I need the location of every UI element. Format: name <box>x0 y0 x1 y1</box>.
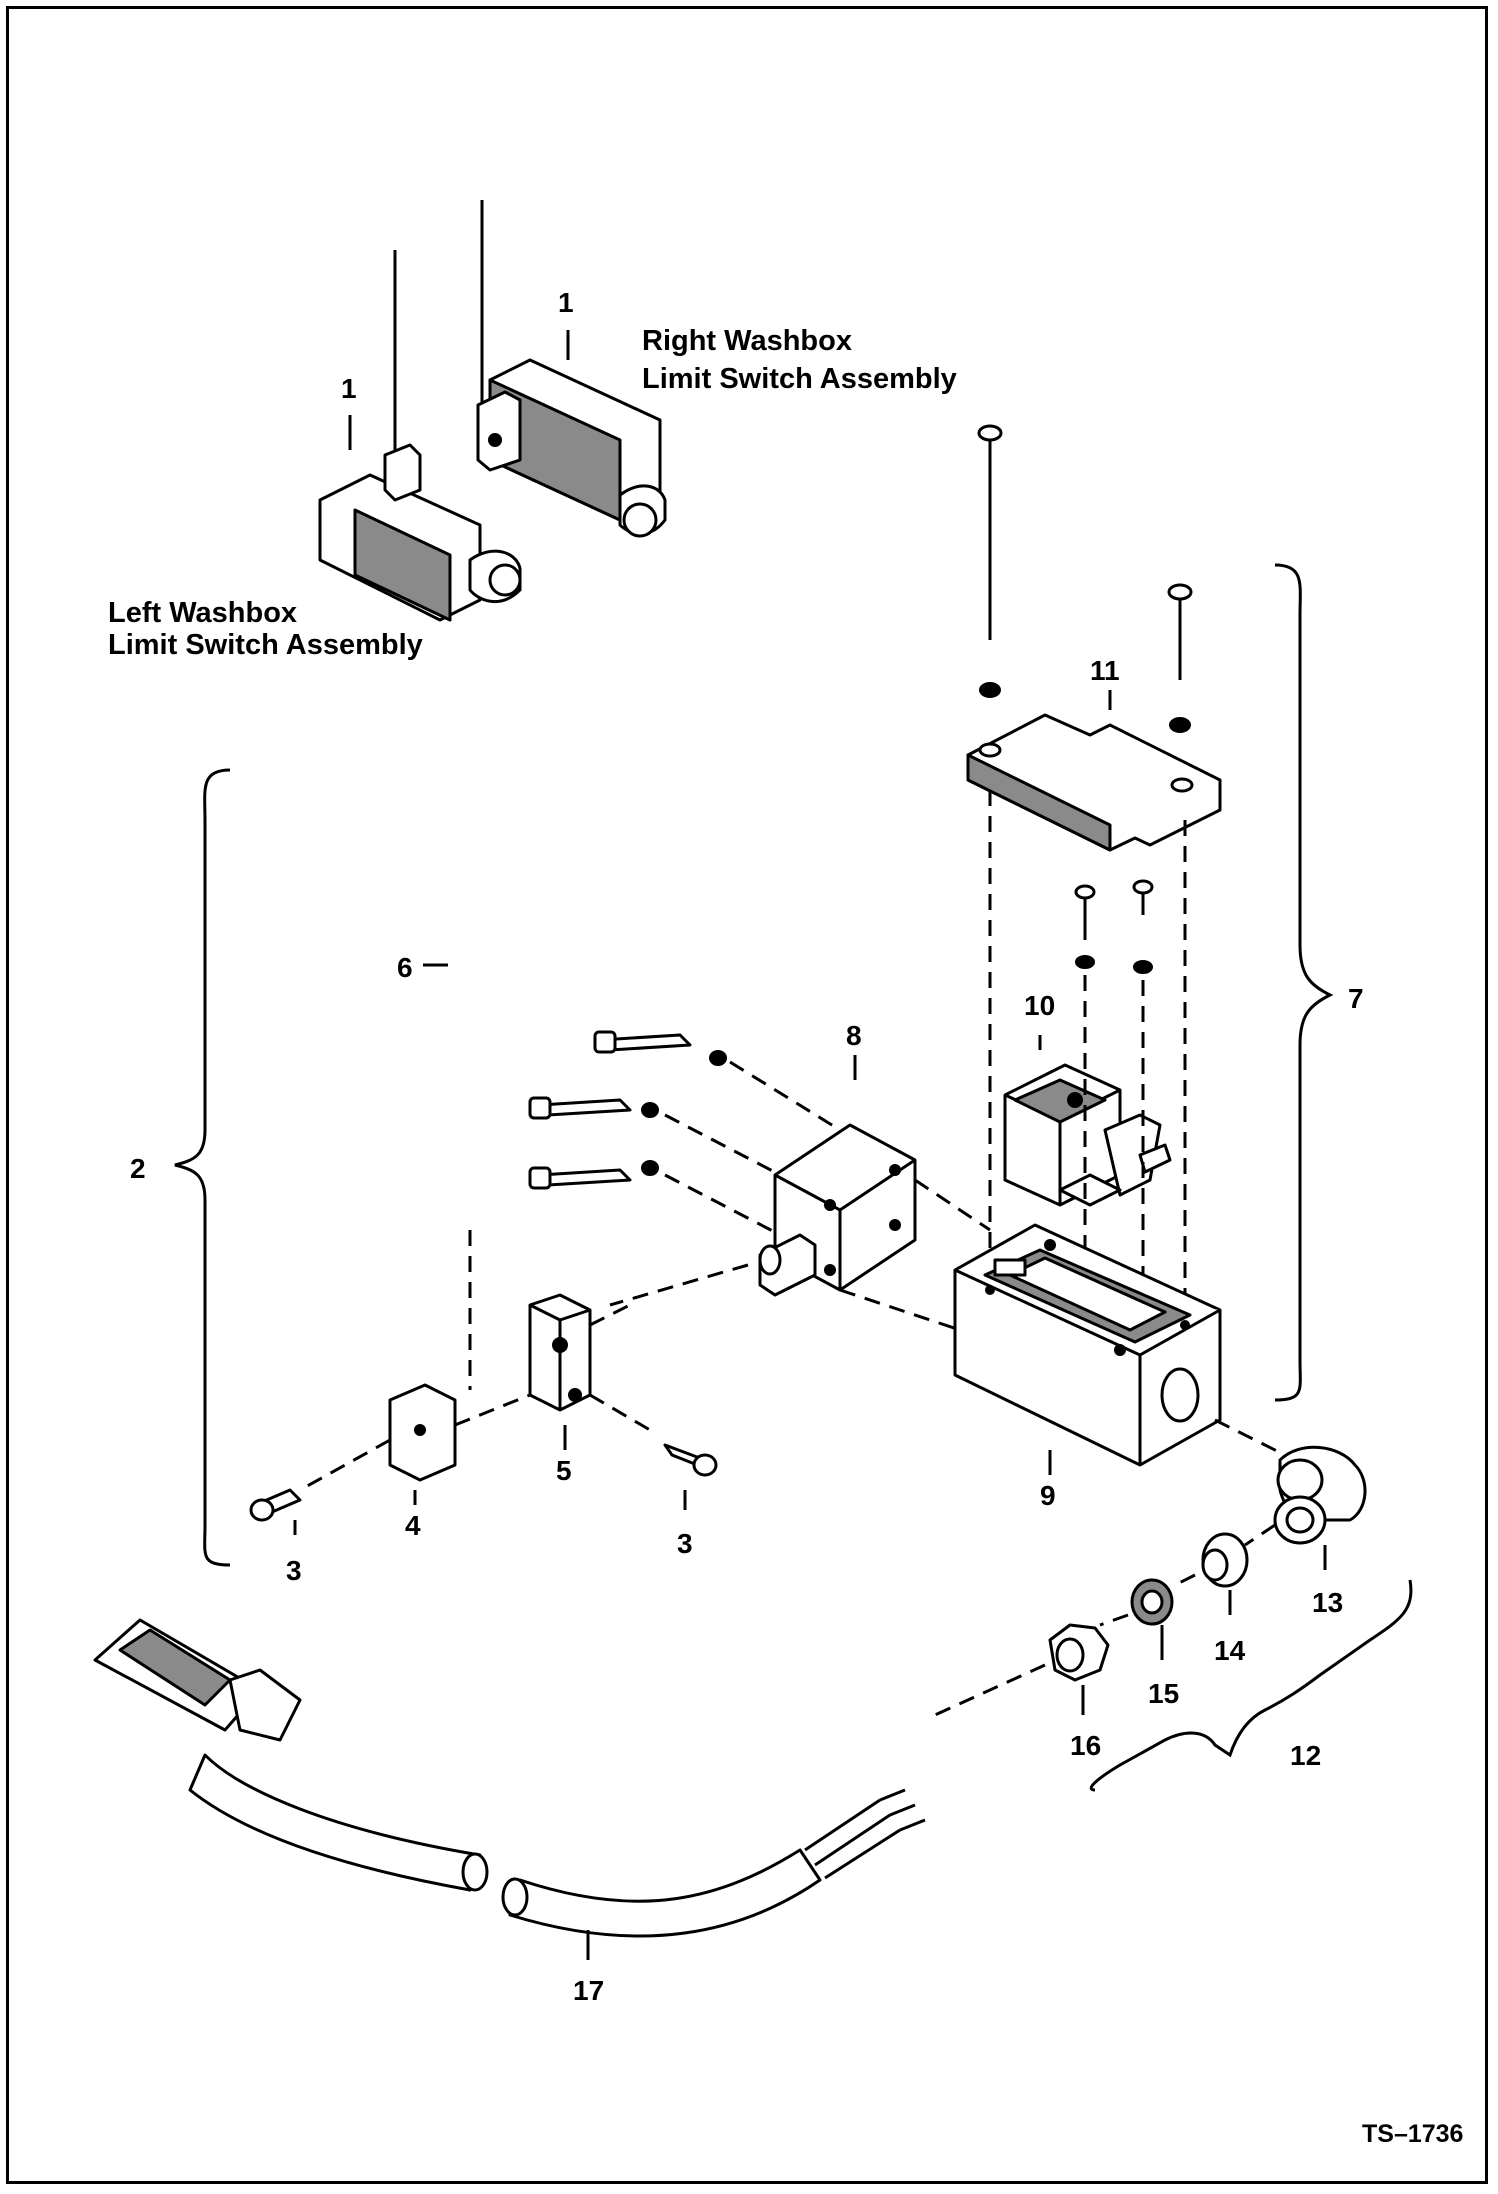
callout-3-left: 3 <box>286 1555 302 1586</box>
left-washbox-caption-line2: Limit Switch Assembly <box>108 629 423 661</box>
callout-17: 17 <box>573 1975 604 2006</box>
cover-plate <box>966 424 1222 1330</box>
head-block <box>609 1123 991 1332</box>
callout-6: 6 <box>397 952 413 983</box>
callout-16: 16 <box>1070 1730 1101 1761</box>
callout-15: 15 <box>1148 1678 1179 1709</box>
callout-13: 13 <box>1312 1587 1343 1618</box>
brace-right <box>1274 563 1334 1402</box>
switch-body <box>1003 879 1172 1335</box>
connector-fittings <box>934 1445 1367 1717</box>
right-limit-switch-assembly <box>476 200 667 538</box>
callout-14: 14 <box>1214 1635 1246 1666</box>
right-washbox-caption-line2: Limit Switch Assembly <box>642 363 957 395</box>
brace-left <box>174 768 231 1567</box>
callout-3-right: 3 <box>677 1528 693 1559</box>
callout-1-right: 1 <box>558 287 574 318</box>
callout-5: 5 <box>556 1455 572 1486</box>
callout-4: 4 <box>405 1510 421 1541</box>
right-washbox-caption-line1: Right Washbox <box>642 325 852 357</box>
cap-screws <box>249 1443 718 1522</box>
wiring-harness <box>93 1618 926 1938</box>
callout-1-left: 1 <box>341 373 357 404</box>
lever-clamp <box>528 1293 651 1432</box>
callout-numbers: 1 1 2 6 7 8 10 11 9 5 4 3 3 13 14 15 16 … <box>130 287 1364 2006</box>
callout-12: 12 <box>1290 1740 1321 1771</box>
mounting-screws <box>528 1030 841 1242</box>
drawing-code: TS–1736 <box>1362 2120 1463 2148</box>
spring-plate <box>299 1383 531 1492</box>
callout-11: 11 <box>1090 655 1120 686</box>
callout-7: 7 <box>1348 983 1364 1014</box>
left-limit-switch-assembly <box>318 250 522 622</box>
brace-bottom <box>1089 1579 1413 1792</box>
left-washbox-caption: Left Washbox Limit Switch Assembly <box>108 597 423 661</box>
switch-housing <box>953 1223 1286 1467</box>
left-washbox-caption-line1: Left Washbox <box>108 597 297 629</box>
callout-9: 9 <box>1040 1480 1056 1511</box>
right-washbox-caption: Right Washbox Limit Switch Assembly <box>642 325 957 395</box>
callout-10: 10 <box>1024 990 1055 1021</box>
callout-2: 2 <box>130 1153 146 1184</box>
callout-8: 8 <box>846 1020 862 1051</box>
leader-lines <box>293 330 1327 1960</box>
